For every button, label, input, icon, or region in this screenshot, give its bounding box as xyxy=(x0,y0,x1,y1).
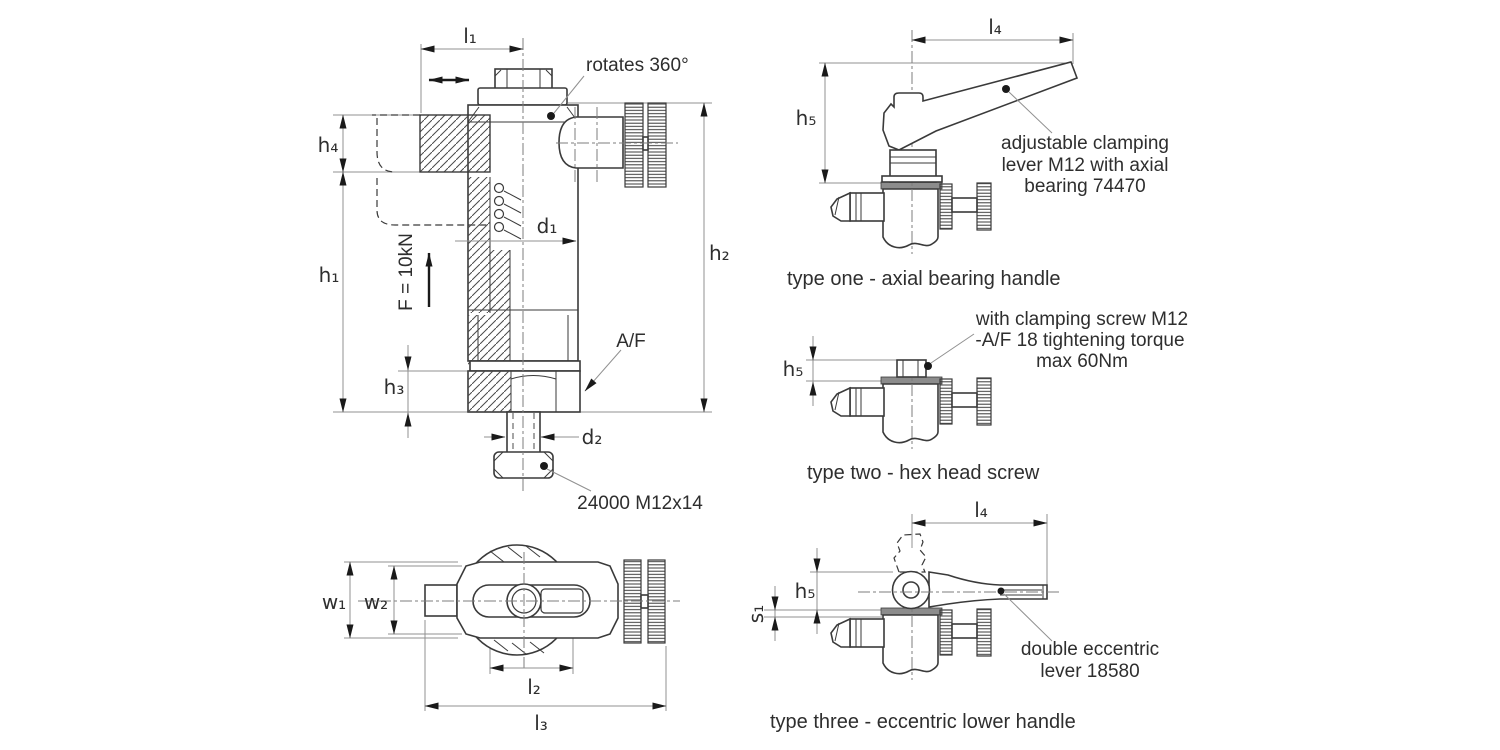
type-one-note-line1: adjustable clamping xyxy=(1001,133,1169,154)
label-h5-type-two: h₅ xyxy=(783,357,804,381)
label-h3: h₃ xyxy=(384,375,405,399)
label-d2: d₂ xyxy=(582,425,603,449)
hex-nut xyxy=(467,360,581,413)
label-l1: l₁ xyxy=(463,24,477,48)
label-h5-type-three: h₅ xyxy=(795,579,816,603)
section-hatch-lower xyxy=(468,315,488,371)
label-part-number: 24000 M12x14 xyxy=(577,493,703,514)
spring xyxy=(493,182,522,240)
label-h5-type-one: h₅ xyxy=(796,106,817,130)
label-h2: h₂ xyxy=(709,241,730,265)
type-one-note-line2: lever M12 with axial xyxy=(1002,155,1169,176)
type-one-caption: type one - axial bearing handle xyxy=(787,268,1061,290)
type-three-note-line2: lever 18580 xyxy=(1040,661,1139,682)
label-s1: s₁ xyxy=(744,605,768,623)
leader-af xyxy=(584,349,622,392)
rotates-leader-dot xyxy=(547,112,555,120)
type-three-caption: type three - eccentric lower handle xyxy=(770,711,1076,733)
clamp-arm xyxy=(556,102,678,188)
section-hatch-spindle xyxy=(488,250,510,371)
label-af: A/F xyxy=(616,331,646,352)
eccentric-lever xyxy=(858,533,1062,610)
section-hatch-wall xyxy=(468,177,490,313)
part-leader xyxy=(546,468,592,492)
type-two-view: h₅ with clamping screw M12 -A/F 18 tight… xyxy=(783,309,1188,484)
part-leader-dot xyxy=(540,462,548,470)
eccentric-leader xyxy=(1003,593,1053,642)
screw-leader xyxy=(930,333,975,364)
label-w1: w₁ xyxy=(322,590,346,614)
label-rotates-360: rotates 360° xyxy=(586,55,689,76)
label-h1: h₁ xyxy=(319,263,340,287)
label-l2: l₂ xyxy=(527,675,541,699)
label-l4-type-one: l₄ xyxy=(988,15,1002,39)
label-d1: d₁ xyxy=(537,214,558,238)
rotates-leader xyxy=(553,75,585,114)
label-w2: w₂ xyxy=(364,590,388,614)
screw-leader-dot xyxy=(924,362,932,370)
label-l3: l₃ xyxy=(534,711,548,735)
type-two-note-line1: with clamping screw M12 xyxy=(975,309,1188,330)
lever-leader-dot xyxy=(1002,85,1010,93)
type-one-view: l₄ h₅ adjustable clamping lever M12 with… xyxy=(787,15,1169,290)
type-two-caption: type two - hex head screw xyxy=(807,462,1040,484)
type-one-note-line3: bearing 74470 xyxy=(1024,176,1146,197)
clamping-lever xyxy=(881,61,1079,183)
type-three-note-line1: double eccentric xyxy=(1021,639,1159,660)
main-section-view: l₁ rotates 360° h₄ h₁ h₂ h₃ d₁ d₂ A/F 24… xyxy=(318,24,730,514)
label-l4-type-three: l₄ xyxy=(974,498,988,522)
label-h4: h₄ xyxy=(318,133,339,157)
top-view: w₁ w₂ l₂ l₃ xyxy=(322,544,680,735)
workpiece xyxy=(372,114,491,226)
eccentric-leader-dot xyxy=(997,587,1005,595)
label-force: F = 10kN xyxy=(396,233,417,311)
type-two-note-line2: -A/F 18 tightening torque xyxy=(975,330,1184,351)
type-two-note-line3: max 60Nm xyxy=(1036,351,1128,372)
hex-head-screw xyxy=(896,359,927,378)
type-three-view: l₄ h₅ s₁ double eccentric lever 18580 ty… xyxy=(744,498,1159,733)
lever-leader xyxy=(1008,91,1053,134)
